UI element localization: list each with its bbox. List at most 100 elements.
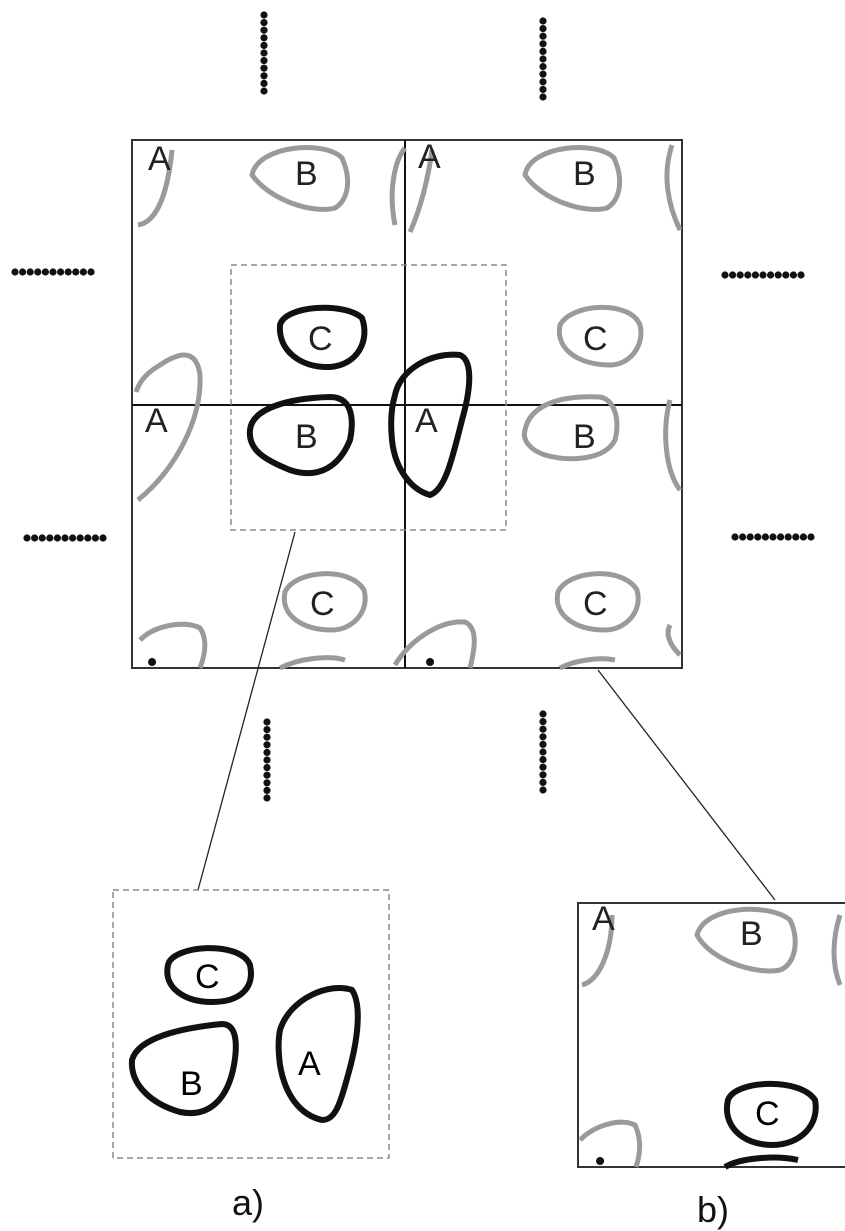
- molecule-a-image: [581, 914, 615, 988]
- axis-dot: [746, 533, 754, 541]
- label-c: C: [195, 958, 220, 996]
- molecule-a-image: [664, 144, 683, 232]
- axis-dot: [260, 34, 268, 42]
- axis-dot: [11, 268, 19, 276]
- axis-dot: [539, 786, 547, 794]
- axis-dot: [53, 534, 62, 542]
- axis-dot: [539, 32, 547, 40]
- molecule-a-image: [663, 399, 683, 492]
- axis-dot: [539, 710, 547, 718]
- axis-dot: [34, 268, 42, 276]
- molecule-c-image: [281, 571, 368, 633]
- axis-dot: [38, 534, 46, 542]
- inset-a: C B A: [112, 889, 390, 1159]
- axis-dot: [789, 271, 798, 279]
- axis-dot: [260, 87, 268, 95]
- axis-dot: [777, 533, 785, 541]
- molecule-a-image: [389, 146, 408, 226]
- label-b: B: [295, 418, 318, 456]
- axis-dot: [799, 533, 808, 541]
- axis-dot: [263, 748, 271, 757]
- molecule-b-image: [522, 145, 623, 212]
- label-c: C: [583, 320, 608, 358]
- label-a: A: [148, 140, 171, 178]
- axis-dot: [731, 533, 739, 541]
- molecule-b-image: [558, 656, 616, 671]
- axis-dot: [91, 534, 99, 542]
- axis-dot: [539, 763, 547, 771]
- axis-dot: [769, 533, 777, 541]
- axis-dot: [539, 733, 547, 741]
- inset-b-frame: [577, 902, 845, 1168]
- axis-dot: [739, 533, 747, 541]
- axis-dot: [69, 534, 77, 542]
- axis-dot: [751, 271, 760, 279]
- label-c: C: [308, 320, 333, 358]
- axis-dot: [260, 41, 268, 50]
- axis-dot: [539, 725, 547, 733]
- axis-dot: [260, 49, 268, 57]
- molecule-a-image: [133, 352, 203, 502]
- label-b: B: [295, 155, 318, 193]
- label-b: B: [180, 1065, 203, 1103]
- molecule-a-image: [831, 914, 843, 986]
- axis-dot: [539, 718, 547, 726]
- axis-dot: [260, 64, 268, 72]
- label-b: B: [740, 915, 763, 953]
- axis-dot: [263, 794, 271, 802]
- molecule-a-image: [392, 619, 477, 669]
- axis-dot: [539, 93, 547, 101]
- axis-dot: [23, 534, 31, 542]
- axis-dot: [736, 271, 744, 279]
- axis-dot: [260, 57, 268, 65]
- dot-mark: [596, 1157, 605, 1165]
- axis-dot: [539, 771, 547, 779]
- axis-dot: [744, 271, 752, 279]
- molecule-c-image: [556, 304, 644, 368]
- molecule-a-image: [137, 149, 175, 228]
- label-c: C: [310, 585, 335, 623]
- caption-b: b): [697, 1189, 729, 1230]
- axis-dot: [539, 63, 547, 71]
- label-c: C: [755, 1095, 780, 1133]
- molecule-b-outline: [128, 1021, 239, 1117]
- axis-dot: [767, 271, 775, 279]
- axis-dot: [792, 533, 800, 541]
- leader-line-a: [197, 531, 296, 891]
- axis-dot: [72, 268, 80, 276]
- molecule-a-outline: [388, 351, 473, 498]
- axis-dot: [761, 533, 770, 541]
- axis-dot: [61, 534, 69, 542]
- axis-dot: [260, 79, 268, 87]
- axis-dot: [539, 778, 547, 787]
- molecule-b-outline: [246, 394, 355, 477]
- axis-dot: [263, 764, 271, 772]
- axis-dot: [263, 718, 271, 726]
- axis-dot: [539, 70, 547, 78]
- axis-dot: [759, 271, 767, 279]
- axis-dot: [260, 72, 268, 80]
- label-a: A: [298, 1045, 321, 1083]
- molecule-a-outline: [275, 984, 361, 1123]
- axis-dot: [539, 85, 547, 93]
- axis-dot: [260, 26, 268, 34]
- axis-dot: [26, 268, 34, 276]
- axis-dot: [263, 733, 271, 741]
- axis-dot: [19, 268, 27, 276]
- label-a: A: [415, 402, 438, 440]
- axis-dot: [263, 771, 271, 779]
- axis-dot: [263, 741, 271, 749]
- molecule-b-image: [278, 655, 346, 671]
- axis-dot: [57, 268, 65, 276]
- label-c: C: [583, 585, 608, 623]
- molecule-a-image: [407, 149, 435, 234]
- axis-dot: [263, 779, 271, 787]
- molecule-c-outline: [723, 1080, 819, 1148]
- axis-dot: [263, 756, 271, 764]
- molecule-c-image: [554, 571, 641, 633]
- axis-dot: [797, 271, 805, 279]
- inset-b: A B C: [577, 900, 845, 1170]
- axis-dot: [539, 17, 547, 25]
- molecule-a-image: [138, 621, 208, 669]
